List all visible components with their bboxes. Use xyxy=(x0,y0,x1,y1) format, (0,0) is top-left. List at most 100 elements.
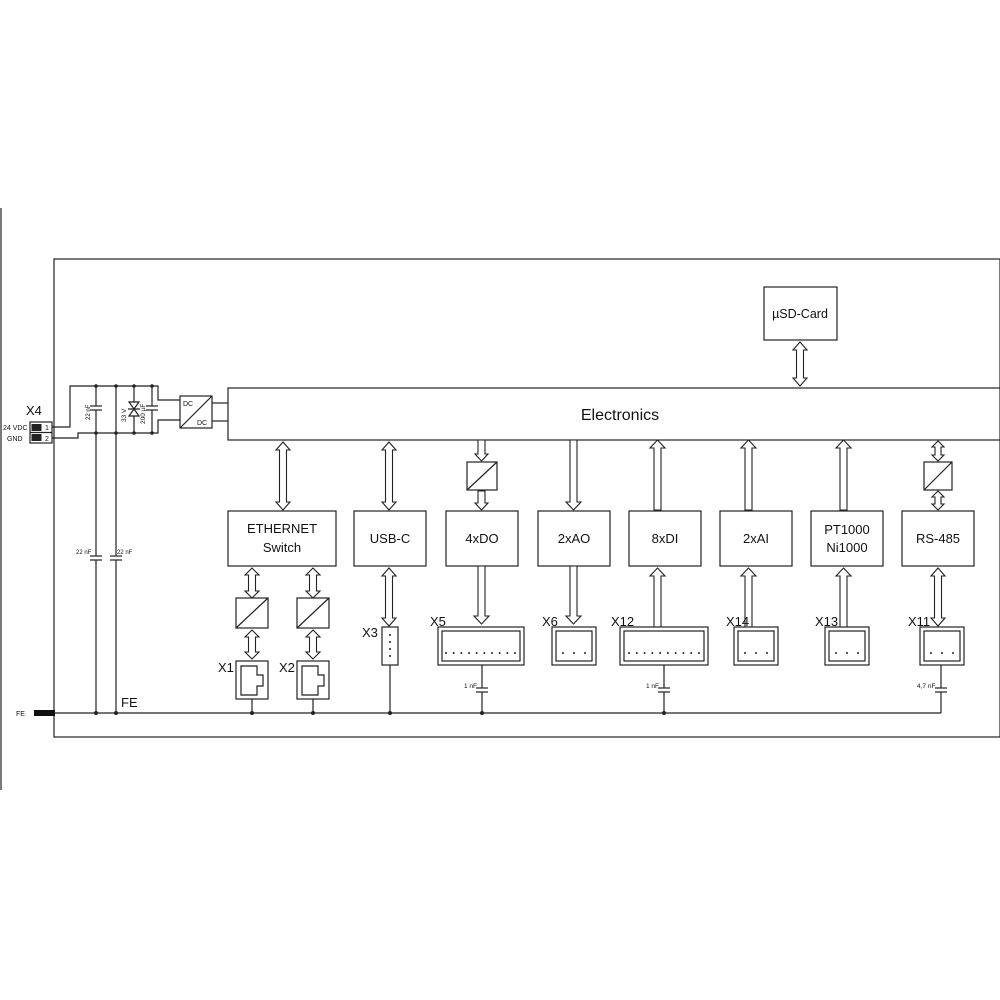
do-arrow-mid xyxy=(473,490,490,511)
eth-b-arrow-bottom xyxy=(304,629,322,660)
electronics-block xyxy=(227,387,1000,441)
rs-arrow-mid xyxy=(930,490,946,511)
connector-pin xyxy=(506,652,509,654)
x5-cap-label: 1 nF xyxy=(464,683,477,690)
x4-pin2-contact xyxy=(31,434,42,441)
cap-200uf-label: 200 µF xyxy=(140,404,147,424)
fe-terminal xyxy=(34,710,55,716)
x4-gnd-label: GND xyxy=(7,436,23,443)
device-enclosure xyxy=(53,258,1000,738)
ethernet-switch-block xyxy=(227,510,337,567)
connector-pin xyxy=(643,652,646,654)
connector-pin xyxy=(468,652,470,654)
x3-usb-port xyxy=(381,626,399,666)
connector-pin xyxy=(659,652,662,654)
pt-arrow-bottom xyxy=(834,567,853,628)
sd-card-block xyxy=(763,286,838,341)
x12-pins xyxy=(628,652,700,654)
fe-terminal-label: FE xyxy=(16,711,25,718)
x12-cap-label: 1 nF xyxy=(646,683,659,690)
x2-label: X2 xyxy=(279,660,295,675)
rs-arrow-top xyxy=(930,440,946,462)
connector-pin xyxy=(666,652,669,654)
eth-a-arrow-bottom xyxy=(243,629,261,660)
fe-bus-label: FE xyxy=(121,695,138,710)
x6-label: X6 xyxy=(542,614,558,629)
x5-pins xyxy=(445,652,516,654)
x4-pin1-number: 1 xyxy=(45,425,49,432)
di-arrow-bottom xyxy=(648,567,667,628)
do-block xyxy=(445,510,519,567)
pt-block xyxy=(810,510,884,567)
x4-pin1-contact xyxy=(31,424,42,431)
do-label: 4xDO xyxy=(465,531,498,546)
connector-pin xyxy=(635,652,638,654)
dcdc-bottom-label: DC xyxy=(197,420,207,427)
connector-pin xyxy=(628,652,630,654)
connector-pin xyxy=(674,652,677,654)
di-arrow-top xyxy=(648,439,667,511)
ai-label: 2xAI xyxy=(743,531,769,546)
x5-label: X5 xyxy=(430,614,446,629)
usb-c-label: USB-C xyxy=(370,531,410,546)
cap-22nf-c-label: 22 nF xyxy=(76,550,92,556)
connector-pin xyxy=(514,652,516,654)
x4-pin2-number: 2 xyxy=(45,436,49,443)
ai-arrow-top xyxy=(739,439,758,511)
cap-22nf-a-label: 22 nF xyxy=(86,404,92,420)
ao-label: 2xAO xyxy=(558,531,591,546)
cap-22nf-d-label: 22 nF xyxy=(117,550,133,556)
x11-cap-label: 4,7 nF xyxy=(917,683,935,690)
usb-arrow-bottom xyxy=(380,567,398,627)
connector-pin xyxy=(460,652,463,654)
x4-label: X4 xyxy=(26,403,42,418)
supply-rail-positive xyxy=(52,385,180,428)
electronics-label: Electronics xyxy=(581,407,659,424)
tvs-label: 33 V xyxy=(121,408,128,422)
do-arrow-top xyxy=(473,439,490,462)
ethernet-line1: ETHERNET xyxy=(247,521,317,536)
dcdc-top-label: DC xyxy=(183,401,193,408)
connector-pin xyxy=(491,652,493,654)
do-arrow-bottom xyxy=(472,565,491,625)
connector-pin xyxy=(475,652,478,654)
connector-pin xyxy=(498,652,501,654)
ethernet-arrow xyxy=(274,441,292,511)
x1-label: X1 xyxy=(218,660,234,675)
x11-label: X11 xyxy=(908,614,930,629)
pt-line1: PT1000 xyxy=(824,522,870,537)
ai-block xyxy=(719,510,793,567)
usb-c-block xyxy=(353,510,427,567)
eth-a-arrow-top xyxy=(243,567,261,599)
connector-pin xyxy=(651,652,654,654)
supply-rail-gnd xyxy=(52,419,180,439)
connector-pin xyxy=(445,652,447,654)
ai-arrow-bottom xyxy=(739,567,758,628)
x13-label: X13 xyxy=(815,614,838,629)
di-label: 8xDI xyxy=(652,531,679,546)
connector-pin xyxy=(690,652,693,654)
sd-card-label: µSD-Card xyxy=(772,307,828,321)
ethernet-line2: Switch xyxy=(263,540,301,555)
x12-label: X12 xyxy=(611,614,634,629)
connector-pin xyxy=(682,652,685,654)
pt-arrow-top xyxy=(834,439,853,511)
ao-block xyxy=(537,510,611,567)
x3-label: X3 xyxy=(362,625,378,640)
sd-card-arrow xyxy=(791,341,809,387)
connector-pin xyxy=(452,652,455,654)
connector-pin xyxy=(483,652,486,654)
rs485-block xyxy=(901,510,975,567)
tvs-diode xyxy=(127,401,141,417)
x4-24vdc-label: 24 VDC xyxy=(3,425,28,432)
pt-line2: Ni1000 xyxy=(826,540,867,555)
connector-pin xyxy=(698,652,700,654)
rs485-label: RS-485 xyxy=(916,531,960,546)
eth-b-arrow-top xyxy=(304,567,322,599)
usb-arrow-top xyxy=(380,441,398,511)
di-block xyxy=(628,510,702,567)
ao-arrow-bottom xyxy=(564,565,583,625)
rs-arrow-bottom xyxy=(929,567,947,627)
ao-arrow-top xyxy=(564,439,583,511)
